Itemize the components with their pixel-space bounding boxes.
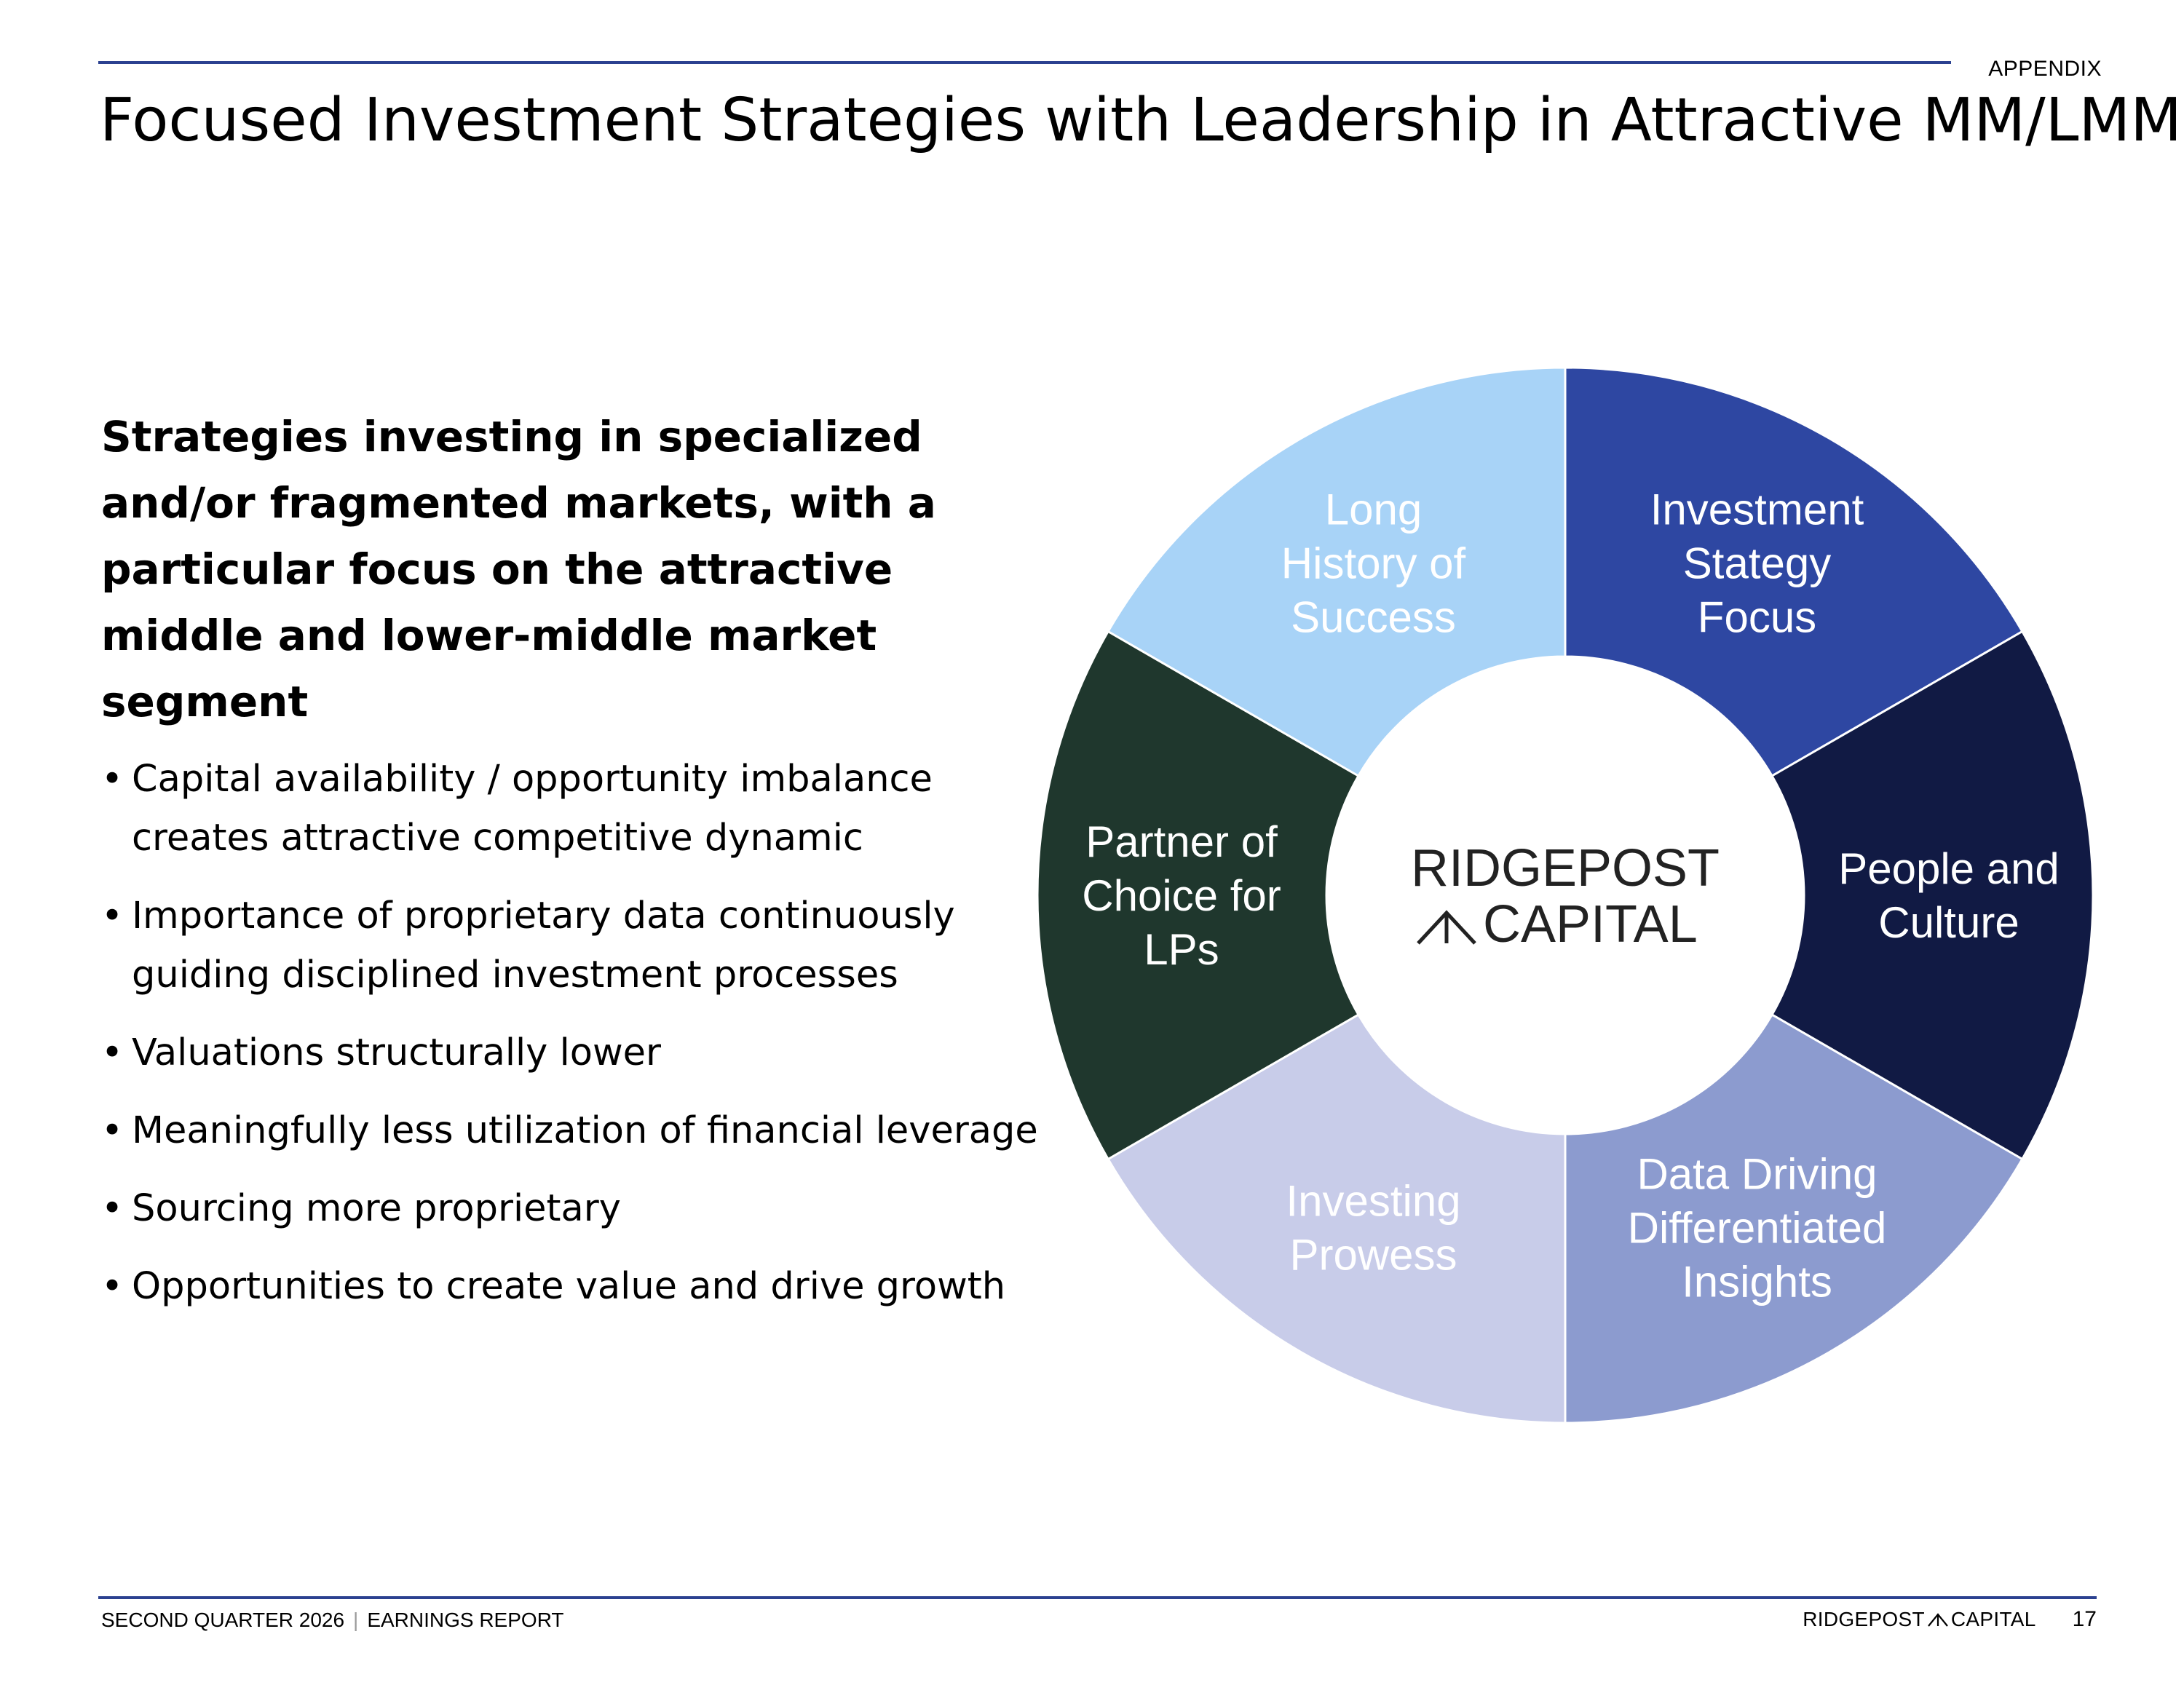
wheel-segment-label-line: Culture <box>1878 898 2019 947</box>
center-logo: RIDGEPOST CAPITAL <box>1411 839 1720 953</box>
bullet-dot-icon: • <box>101 895 124 937</box>
bullet-dot-icon: • <box>101 1109 124 1152</box>
wheel-segment-label-line: Investment <box>1650 485 1864 534</box>
wheel-segment-label-line: Differentiated <box>1628 1203 1887 1252</box>
footer-rule <box>98 1596 2097 1599</box>
wheel-segment-label-line: Partner of <box>1085 817 1278 866</box>
wheel-segment-label-line: Long <box>1325 485 1422 534</box>
headline: Strategies investing in specialized and/… <box>101 412 936 726</box>
footer-report-name: EARNINGS REPORT <box>367 1609 564 1631</box>
wheel-segment-label-line: Choice for <box>1082 871 1281 920</box>
center-logo-line2: CAPITAL <box>1483 895 1698 953</box>
footer-logo-line2: CAPITAL <box>1950 1608 2036 1630</box>
bullet-item: •Meaningfully less utilization of financ… <box>101 1101 1062 1160</box>
wheel-segment-label-line: History of <box>1281 539 1466 588</box>
wheel-segment-label-line: People and <box>1838 844 2060 893</box>
bullet-item: •Capital availability / opportunity imba… <box>101 750 1062 868</box>
wheel-segment-label-line: Data Driving <box>1637 1149 1877 1198</box>
footer-logo: RIDGEPOST CAPITAL <box>1803 1608 2035 1631</box>
page-number: 17 <box>2072 1607 2097 1631</box>
center-logo-line1: RIDGEPOST <box>1411 839 1720 897</box>
bullet-item: •Sourcing more proprietary <box>101 1179 1062 1238</box>
wheel-segment-label-line: Stategy <box>1683 539 1831 588</box>
bullet-dot-icon: • <box>101 1031 124 1074</box>
header-rule <box>98 61 1951 64</box>
wheel-segment-label-line: Prowess <box>1289 1230 1457 1279</box>
peak-icon <box>1928 1613 1948 1627</box>
wheel-segment-label-line: Insights <box>1682 1257 1832 1306</box>
wheel-segment-label-line: Success <box>1291 593 1456 642</box>
page-title: Focused Investment Strategies with Leade… <box>100 86 2182 155</box>
footer-separator: | <box>353 1609 359 1631</box>
section-label: APPENDIX <box>1988 57 2102 81</box>
wheel-segment-label-line: LPs <box>1144 925 1219 974</box>
footer-brand: RIDGEPOST CAPITAL 17 <box>1803 1607 2097 1632</box>
wheel-center <box>1326 657 1804 1134</box>
footer-report-info: SECOND QUARTER 2026 | EARNINGS REPORT <box>101 1609 564 1632</box>
wheel-segment-label-line: Investing <box>1286 1176 1460 1225</box>
bullet-item: •Opportunities to create value and drive… <box>101 1257 1062 1316</box>
footer-report-period: SECOND QUARTER 2026 <box>101 1609 345 1631</box>
bullet-dot-icon: • <box>101 1187 124 1230</box>
bullet-dot-icon: • <box>101 758 124 801</box>
bullet-dot-icon: • <box>101 1265 124 1308</box>
footer-logo-line1: RIDGEPOST <box>1803 1608 1925 1630</box>
bullet-list: •Capital availability / opportunity imba… <box>101 750 1062 1335</box>
wheel-segment-label-line: Focus <box>1698 593 1816 642</box>
bullet-item: •Importance of proprietary data continuo… <box>101 887 1062 1004</box>
bullet-item: •Valuations structurally lower <box>101 1023 1062 1082</box>
